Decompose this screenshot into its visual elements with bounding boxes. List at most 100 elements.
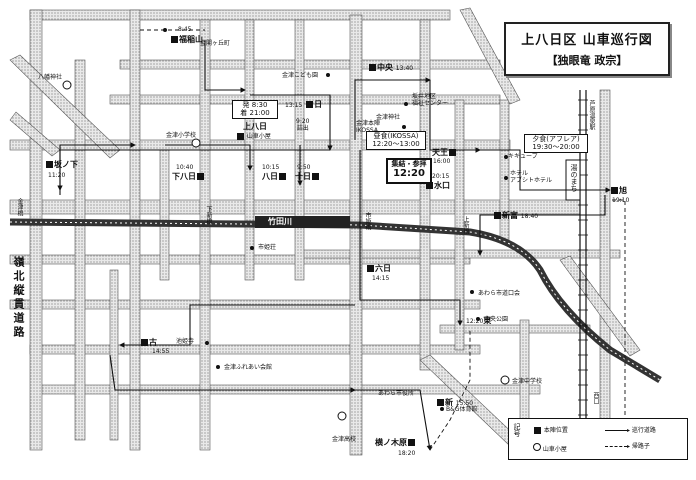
label-kanazu-high: 金津高校	[332, 436, 357, 443]
stop-marker-icon	[408, 439, 415, 446]
depart-box: 発 8:30 着 21:00	[232, 100, 278, 119]
stop-mizuguchi: 水口	[425, 181, 450, 190]
stop-time: 10:40	[176, 164, 194, 171]
stop-name: 新富	[502, 211, 518, 220]
stop-muika: 六日	[366, 264, 391, 273]
map-subtitle: 【独眼竜 政宗】	[546, 54, 628, 67]
stop-time: 20:15	[432, 173, 450, 180]
gathering-time: 12:20	[393, 168, 425, 179]
label-bg-gym: B&G体育館	[446, 406, 478, 413]
stop-marker-icon	[141, 339, 148, 346]
label-takedagawa: 竹田川	[268, 217, 292, 226]
gathering-label: 集結・参拝	[391, 160, 427, 168]
lunch-place: 昼食(IKOSSA)	[373, 132, 419, 140]
parade-route	[57, 40, 611, 451]
stop-name: 六日	[375, 264, 391, 273]
stop-name: 下八日	[172, 172, 196, 181]
stop-youka: 八日	[262, 172, 287, 181]
legend-return: ▸ 帰路子	[605, 443, 650, 450]
stop-higashi: 12:20東	[466, 316, 491, 326]
return-route	[140, 29, 626, 451]
stop-asahi: 旭	[610, 186, 627, 195]
route-line-icon	[605, 430, 627, 431]
legend-hut-label: 山車小屋	[542, 446, 567, 453]
label-kita-road: 嶺北縦貫道路	[12, 256, 25, 340]
stop-name: 新	[445, 398, 453, 407]
label-hotel: ホテル アブシトホテル	[510, 170, 553, 184]
stop-name: 上八日	[243, 122, 267, 131]
legend-hut: 山車小屋	[533, 443, 567, 453]
label-sakaijuku: 坂井地区 福祉センター	[412, 93, 449, 107]
stop-time: 15:50	[455, 400, 474, 407]
stop-marker-icon	[171, 36, 178, 43]
stop-touka: 十日	[295, 172, 320, 181]
stop-marker-icon	[237, 133, 244, 140]
return-line-icon	[605, 446, 627, 447]
label-hirebi: 金津ふれあい会館	[224, 364, 273, 371]
map-title: 上八日区 山車巡行図	[521, 33, 653, 48]
stop-name: 天王	[432, 148, 448, 157]
stop-marker-icon	[369, 64, 376, 71]
stop-marker-icon	[279, 173, 286, 180]
stop-marker-icon	[494, 212, 501, 219]
stop-time: 18:40	[520, 213, 539, 220]
stop-time: 10:15	[262, 164, 280, 171]
stop-time: 13:15	[285, 102, 303, 109]
stop-time: 8:45	[178, 26, 192, 33]
dinner-place: 夕食(アフレア)	[532, 135, 580, 143]
label-shimomashi: 下新橋	[205, 206, 212, 224]
stop-name: 東	[483, 316, 492, 325]
stop-name: 福稲山	[179, 35, 203, 44]
stop-chuo: 中央 13:40	[368, 63, 413, 73]
stop-tenno: 天王	[432, 148, 457, 157]
stop-shin: 新 15:50	[436, 398, 473, 408]
stop-marker-icon	[534, 427, 541, 434]
stop-name: 水口	[434, 181, 450, 190]
stop-name: 中央	[377, 63, 393, 72]
stop-name: 日	[314, 100, 323, 109]
label-kodomoen: 金津こども園	[282, 72, 319, 79]
stop-time: 14:55	[152, 348, 170, 355]
stop-time: 19:10	[612, 197, 630, 204]
gathering-box: 集結・参拝 12:20	[386, 158, 432, 184]
label-nishiguchi: 西口	[592, 392, 599, 404]
stop-name: 八日	[262, 172, 278, 181]
stop-marker-icon	[449, 149, 456, 156]
label-kanazu-bridge: 金津橋	[16, 198, 23, 216]
hut-icon	[533, 443, 541, 451]
landmarks	[163, 28, 508, 411]
stop-name: 横ノ木原	[375, 438, 407, 447]
shrine-marks	[62, 80, 510, 421]
label-honjin: 金津本陣 IKOSSA	[356, 120, 381, 134]
stop-name: 十日	[295, 172, 311, 181]
legend-stop-label: 本陣位置	[543, 427, 568, 434]
label-kinkozan: 金閣ヶ丘町	[200, 40, 231, 47]
label-kanazu-jinja: 金津神社	[376, 114, 401, 121]
legend-route: ▸ 巡行道路	[605, 427, 656, 434]
stop-time: 11:20	[48, 172, 66, 179]
depart-time: 発 8:30	[242, 101, 268, 109]
stop-marker-icon	[437, 399, 444, 406]
stop-marker-icon	[46, 161, 53, 168]
stop-marker-icon	[426, 182, 433, 189]
legend: 記号 本陣位置 山車小屋 ▸ 巡行道路 ▸ 帰路子	[508, 418, 688, 460]
label-ichiba-bridge: 市姫橋	[364, 212, 371, 230]
stop-marker-icon	[312, 173, 319, 180]
stop-marker-icon	[611, 187, 618, 194]
stop-shintomi: 新富 18:40	[493, 211, 538, 221]
dinner-box: 夕食(アフレア) 19:30～20:00	[524, 134, 588, 153]
stop-time: 9:50	[297, 164, 311, 171]
label-awara-yu: 湯のまち	[570, 164, 578, 192]
label-kitakyu: キキューブ	[508, 153, 538, 160]
legend-route-label: 巡行道路	[631, 427, 656, 434]
stop-time: 14:15	[372, 275, 390, 282]
stop-marker-icon	[197, 173, 204, 180]
stop-marker-icon	[306, 101, 314, 108]
legend-stop: 本陣位置	[533, 427, 568, 434]
stop-time: 16:00	[433, 158, 451, 165]
label-sannocho: 山車小屋	[236, 133, 271, 140]
label-text: 山車小屋	[246, 133, 271, 140]
stop-sakanoshita: 坂ノ下	[45, 160, 78, 169]
stop-kamiyouka: 上八日	[243, 122, 267, 131]
